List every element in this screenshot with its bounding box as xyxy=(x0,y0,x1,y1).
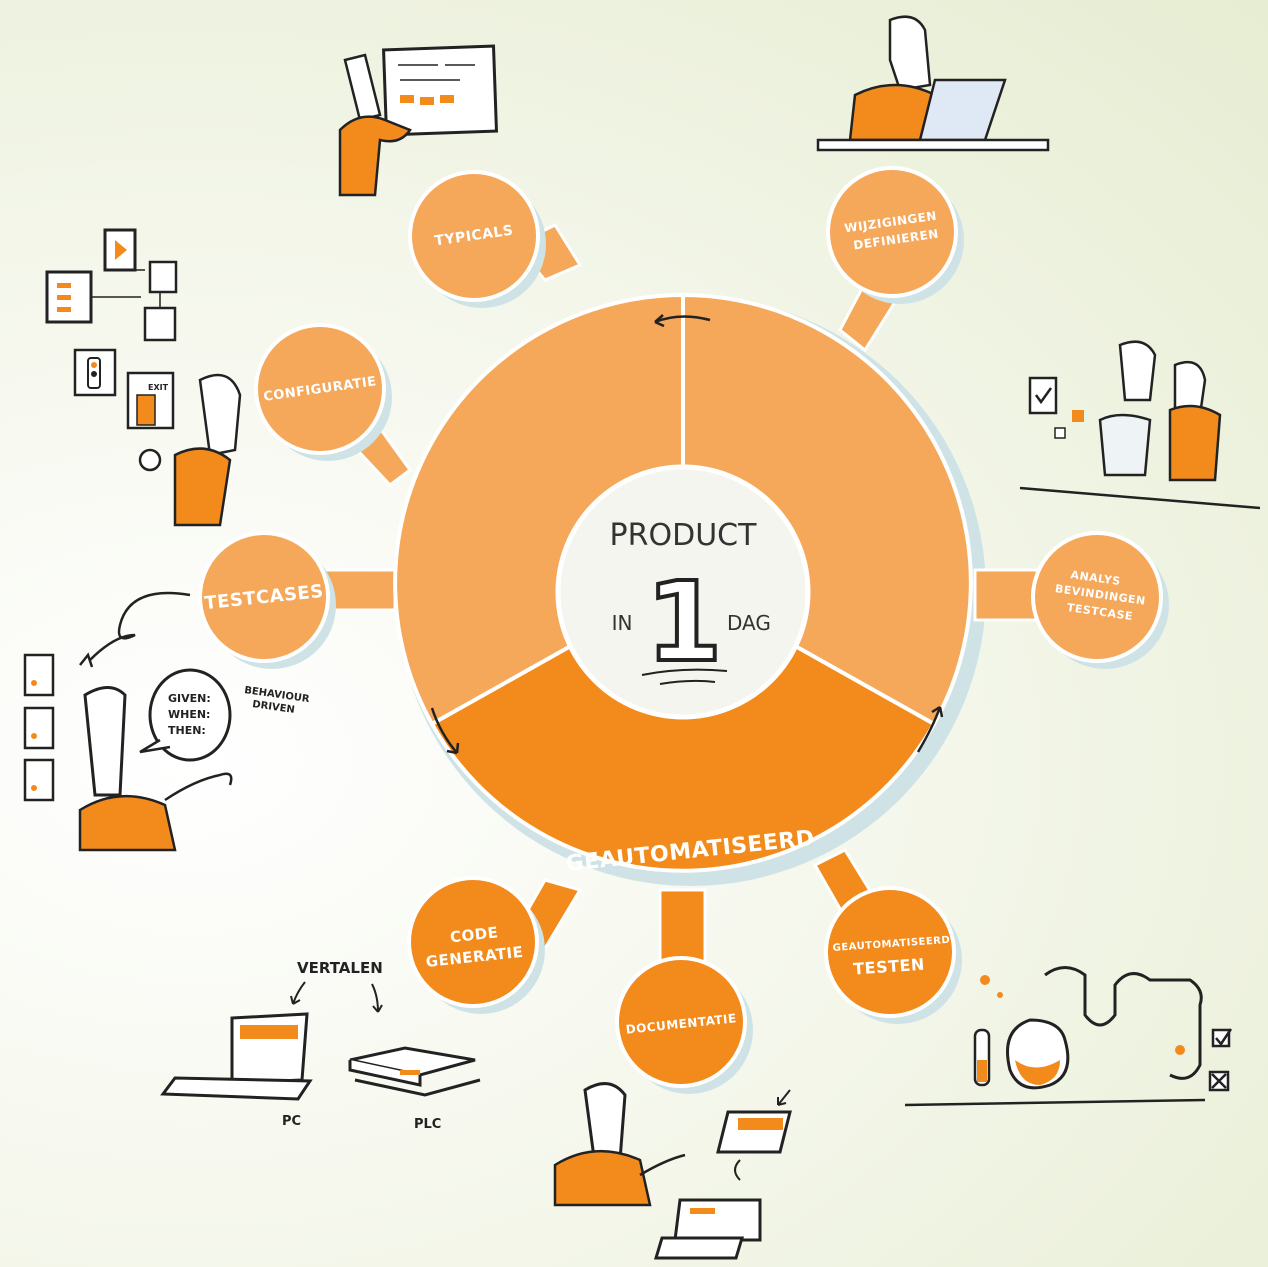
pc-plc-illustration: VERTALEN PC PLC xyxy=(160,959,481,1132)
pc-label: PC xyxy=(282,1114,301,1129)
vertalen-label: VERTALEN xyxy=(297,959,383,977)
wheel xyxy=(393,292,973,873)
center-dag-text: DAG xyxy=(727,611,771,635)
bubble-testcases[interactable] xyxy=(198,531,330,663)
speech-given: GIVEN: xyxy=(168,692,211,705)
whiteboard-illustration xyxy=(338,44,499,197)
rotation-arrows xyxy=(430,314,944,755)
lab-testing-illustration xyxy=(904,966,1233,1107)
bubble-code-label-1: CODE xyxy=(449,923,499,946)
bubble-documentatie[interactable] xyxy=(615,956,747,1088)
center-number-text: 1 xyxy=(646,558,723,686)
bubble-testen-label-2: TESTEN xyxy=(853,955,926,979)
center-in-text: IN xyxy=(612,611,633,635)
bubble-geautomatiseerd-testen[interactable] xyxy=(824,886,956,1018)
wheel-segment-automated xyxy=(429,580,937,873)
bubble-wijzigingen[interactable] xyxy=(826,166,958,298)
laptop-person-illustration xyxy=(816,15,1050,152)
plc-label: PLC xyxy=(414,1117,441,1132)
center-product-text: PRODUCT xyxy=(610,518,758,553)
bubbles xyxy=(198,166,1163,1088)
flowchart-illustration: EXIT xyxy=(45,228,178,430)
bubble-configuratie[interactable] xyxy=(254,323,386,455)
behaviour-driven-illustration: GIVEN: WHEN: THEN: BEHAVIOUR DRIVEN xyxy=(23,591,310,852)
arrow-right-icon xyxy=(916,706,942,753)
speech-when: WHEN: xyxy=(168,708,210,721)
bubble-typicals[interactable] xyxy=(408,170,540,302)
exit-sign: EXIT xyxy=(148,383,169,392)
documentation-printer-illustration xyxy=(553,1082,792,1260)
bubble-code-generatie[interactable] xyxy=(407,876,539,1008)
center-hub xyxy=(555,464,811,720)
arrow-left-icon xyxy=(430,707,458,754)
team-meeting-illustration xyxy=(1019,340,1261,510)
woman-thumbs-up-illustration xyxy=(138,373,242,527)
arrow-top-icon xyxy=(654,315,711,324)
speech-then: THEN: xyxy=(168,724,206,737)
bubble-analyse[interactable] xyxy=(1031,531,1163,663)
center-title: PRODUCT IN 1 DAG xyxy=(610,518,771,688)
